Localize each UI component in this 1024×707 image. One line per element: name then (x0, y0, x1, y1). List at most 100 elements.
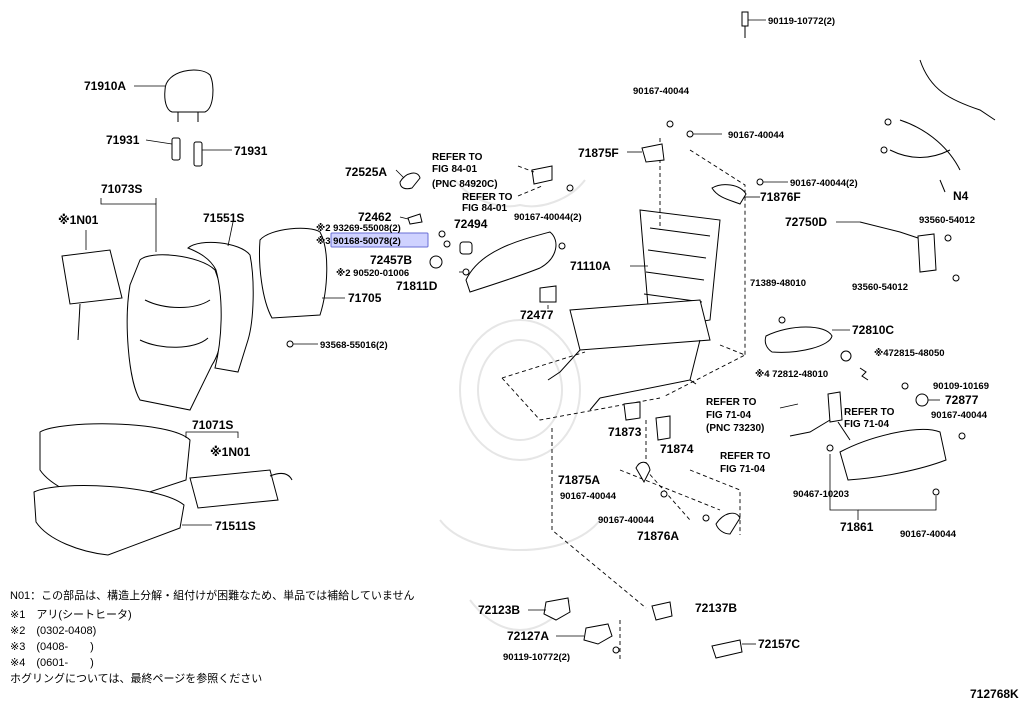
harness-72750D[interactable] (859, 221, 937, 273)
bolt-90167b[interactable] (686, 130, 694, 138)
label-93568: 93568-55016(2) (320, 340, 388, 351)
label-71110A: 71110A (570, 259, 611, 273)
label-72127A: 72127A (507, 629, 549, 643)
headrest-guide-71931b[interactable] (193, 141, 203, 167)
refer-to-5a: REFER TO (720, 451, 771, 462)
label-72457B: 72457B (370, 253, 412, 267)
note-line-4: ※3 (0408- ) (10, 641, 94, 653)
bolt-93560b[interactable] (952, 274, 960, 282)
label-90167b: 90167-40044 (728, 130, 785, 141)
label-90167-44044-2: 90167-40044(2) (514, 212, 582, 223)
bolt-90167f[interactable] (702, 514, 710, 522)
cover-72157C[interactable] (711, 639, 743, 659)
wire-harness-N4[interactable] (880, 59, 996, 193)
lever-72810C[interactable] (764, 326, 833, 353)
clip-71389[interactable] (778, 316, 786, 324)
cover-72127A[interactable] (583, 623, 613, 645)
label-71910A: 71910A (84, 79, 126, 93)
headrest-guide-71931a[interactable] (171, 137, 181, 161)
cushion-pad-71511S[interactable] (33, 485, 185, 556)
seat-frame-71110A[interactable] (547, 209, 721, 411)
label-71874: 71874 (660, 442, 694, 456)
headrest-71910A[interactable] (164, 69, 214, 122)
bolt-90167d[interactable] (958, 432, 966, 440)
label-93560a: 93560-54012 (919, 215, 975, 226)
label-72877: 72877 (945, 393, 979, 407)
label-90119-bottom: 90119-10772(2) (503, 652, 570, 663)
label-90167e: 90167-40044 (560, 491, 617, 502)
bolt-90167-44044a[interactable] (558, 242, 566, 250)
knob-72494[interactable] (459, 241, 473, 255)
label-472812: ※4 72812-48010 (755, 369, 828, 380)
label-72477: 72477 (520, 308, 554, 322)
seatback-cover-71073S[interactable] (126, 254, 225, 411)
seatback-board-71705[interactable] (259, 227, 328, 319)
label-90119-top: 90119-10772(2) (768, 16, 835, 27)
clip-472815[interactable] (840, 350, 852, 362)
bolt-90168[interactable] (443, 240, 451, 248)
label-71931b: 71931 (234, 144, 268, 158)
refer-to-4b: FIG 71-04 (844, 419, 889, 430)
shield-71861[interactable] (839, 429, 947, 481)
knob-72457B[interactable] (429, 255, 443, 269)
seat-belt-buckle[interactable] (789, 391, 851, 441)
label-71071S: 71071S (192, 418, 233, 432)
label-93269: ※2 93269-55008(2) (316, 223, 401, 234)
note-line-3: ※2 (0302-0408) (10, 625, 96, 637)
label-71931a: 71931 (106, 133, 140, 147)
label-72494: 72494 (454, 217, 488, 231)
label-72750D: 72750D (785, 215, 827, 229)
bracket-71875F[interactable] (641, 143, 665, 163)
label-90167g: 90167-40044 (900, 529, 957, 540)
refer-to-1c: (PNC 84920C) (432, 179, 498, 190)
cover-72462[interactable] (407, 213, 423, 225)
cover-72123B[interactable] (543, 597, 571, 621)
cover-72525A[interactable] (399, 172, 421, 190)
label-72137B: 72137B (695, 601, 737, 615)
label-71876A: 71876A (637, 529, 679, 543)
label-71875A: 71875A (558, 473, 600, 487)
refer-to-5b: FIG 71-04 (720, 464, 765, 475)
bracket-71874[interactable] (655, 415, 671, 441)
clip-90520[interactable] (462, 268, 470, 276)
label-72123B: 72123B (478, 603, 520, 617)
bolt-90119-bottom[interactable] (612, 646, 620, 654)
bracket-71873[interactable] (623, 401, 641, 421)
bolt-90167e[interactable] (660, 490, 668, 498)
refer-to-3a: REFER TO (706, 397, 757, 408)
label-72157C: 72157C (758, 637, 800, 651)
heater-mat-cushion[interactable] (189, 469, 293, 509)
label-90167c: 90167-40044(2) (790, 178, 858, 189)
bolt-90167g[interactable] (932, 488, 940, 496)
cushion-cover-71071S[interactable] (39, 423, 191, 506)
bolt-90167a[interactable] (666, 120, 674, 128)
bracket-71876F[interactable] (711, 184, 747, 205)
cover-72137B[interactable] (651, 601, 673, 621)
bolt-93560a[interactable] (944, 234, 952, 242)
bracket-71875A[interactable] (635, 461, 651, 484)
cover-71811D[interactable] (465, 231, 557, 293)
refer-to-4a: REFER TO (844, 407, 895, 418)
label-71876F: 71876F (760, 190, 801, 204)
clip-72477[interactable] (539, 285, 557, 303)
label-90168: ※3 90168-50078(2) (316, 236, 401, 247)
label-N4: N4 (953, 189, 969, 203)
refer-to-1b: FIG 84-01 (432, 164, 477, 175)
bracket-part-84920C[interactable] (531, 165, 553, 185)
bolt-90467[interactable] (826, 444, 834, 452)
heater-mat-back[interactable] (61, 249, 123, 341)
label-90109: 90109-10169 (933, 381, 989, 392)
spring-472812[interactable] (859, 367, 869, 381)
bolt-90167c[interactable] (756, 178, 764, 186)
label-71073S: 71073S (101, 182, 142, 196)
bracket-71876A[interactable] (715, 512, 741, 535)
bolt-90119-top[interactable] (741, 11, 749, 38)
bolt-93568[interactable] (286, 340, 294, 348)
screw-center[interactable] (566, 184, 574, 192)
knob-72877[interactable] (915, 393, 929, 407)
bolt-90109[interactable] (901, 382, 909, 390)
label-93560b: 93560-54012 (852, 282, 908, 293)
bolt-93269[interactable] (438, 230, 446, 238)
label-72810C: 72810C (852, 323, 894, 337)
seatback-pad-71551S[interactable] (187, 241, 254, 373)
